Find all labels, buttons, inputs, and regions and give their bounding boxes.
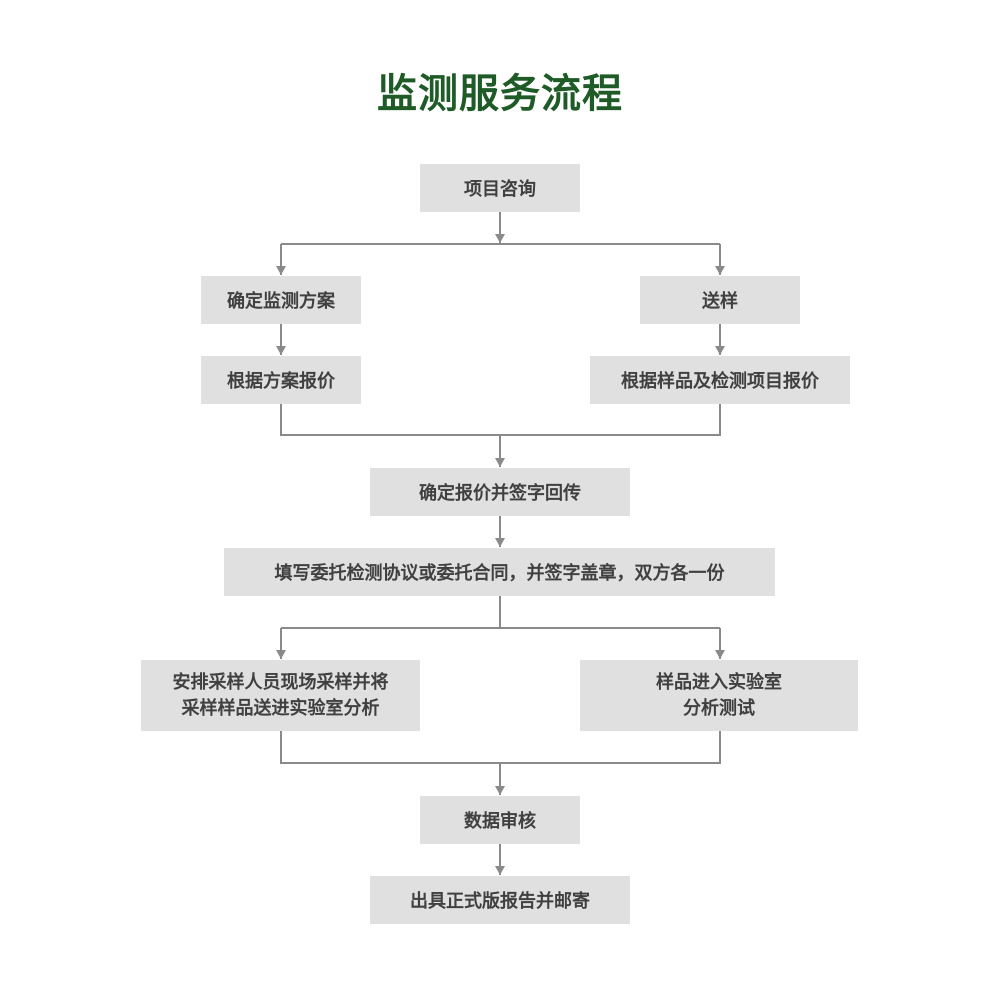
step-plan-quote-label: 根据方案报价 — [227, 371, 335, 392]
step-data-review: 数据审核 — [420, 796, 580, 844]
step-onsite-sampling: 安排采样人员现场采样并将 采样样品送进实验室分析 — [141, 660, 420, 731]
step-contract: 填写委托检测协议或委托合同，并签字盖章，双方各一份 — [224, 548, 775, 596]
page-title: 监测服务流程 — [377, 71, 623, 117]
step-contract-label: 填写委托检测协议或委托合同，并签字盖章，双方各一份 — [274, 563, 725, 584]
step-plan-quote: 根据方案报价 — [201, 356, 361, 404]
step-determine-plan-label: 确定监测方案 — [227, 291, 335, 312]
step-issue-report-label: 出具正式版报告并邮寄 — [410, 891, 590, 912]
connector-merge-2 — [280, 731, 721, 764]
step-onsite-sampling-line-2: 采样样品送进实验室分析 — [181, 697, 380, 719]
step-confirm-quote-label: 确定报价并签字回传 — [419, 483, 581, 504]
step-send-sample-label: 送样 — [702, 291, 738, 312]
step-onsite-sampling-line-1: 安排采样人员现场采样并将 — [172, 671, 389, 693]
step-send-sample: 送样 — [640, 276, 800, 324]
step-lab-analysis-line-1: 样品进入实验室 — [656, 671, 782, 693]
step-lab-analysis-line-2: 分析测试 — [683, 697, 755, 719]
step-project-consult: 项目咨询 — [420, 164, 580, 212]
connector-merge-1 — [280, 404, 721, 436]
step-sample-quote: 根据样品及检测项目报价 — [590, 356, 850, 404]
step-project-consult-label: 项目咨询 — [464, 179, 536, 200]
step-lab-analysis: 样品进入实验室 分析测试 — [580, 660, 858, 731]
step-data-review-label: 数据审核 — [464, 811, 536, 832]
step-sample-quote-label: 根据样品及检测项目报价 — [621, 371, 819, 392]
step-issue-report: 出具正式版报告并邮寄 — [370, 876, 630, 924]
step-determine-plan: 确定监测方案 — [201, 276, 361, 324]
step-confirm-quote: 确定报价并签字回传 — [370, 468, 630, 516]
